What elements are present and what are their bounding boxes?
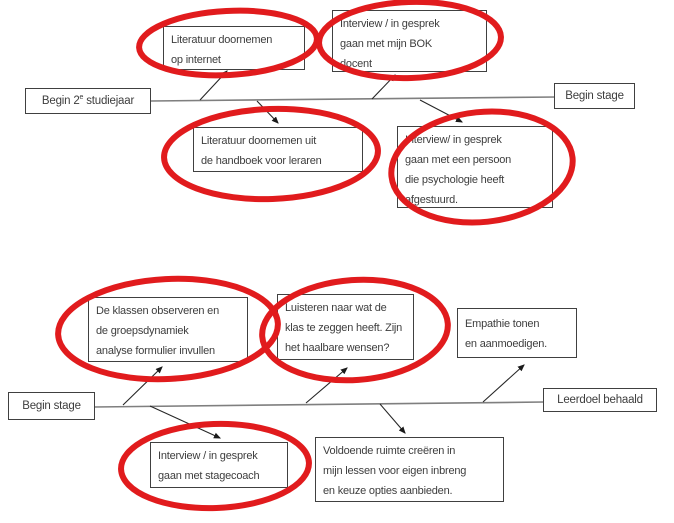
cause-text-line: en keuze opties aanbieden.: [323, 485, 453, 497]
cause-box-interview-stagecoach: Interview / in gesprek gaan met stagecoa…: [150, 442, 288, 488]
cause-text-line: Literatuur doornemen: [171, 34, 273, 46]
cause-text-line: docent: [340, 58, 372, 70]
cause-text-line: Voldoende ruimte creëren in: [323, 445, 456, 457]
start-label-text: Begin stage: [22, 400, 81, 412]
cause-text-line: Interview / in gesprek: [340, 18, 440, 30]
cause-text-line: gaan met mijn BOK: [340, 38, 432, 50]
cause-box-klassen-observeren: De klassen observeren en de groepsdynami…: [88, 297, 248, 362]
cause-text-line: die psychologie heeft: [405, 174, 505, 186]
branch-arrow-persoon-psychologie: [419, 99, 463, 123]
end-label-leerdoel-behaald: Leerdoel behaald: [543, 388, 657, 412]
cause-box-persoon-psychologie: Interview/ in gesprek gaan met een perso…: [397, 126, 553, 208]
cause-box-empathie-tonen: Empathie tonen en aanmoedigen.: [457, 308, 577, 358]
spine-line-bottom: [93, 401, 545, 408]
cause-box-handboek-leraren: Literatuur doornemen uit de handboek voo…: [193, 127, 363, 172]
cause-text-line: gaan met stagecoach: [158, 470, 260, 482]
cause-text-line: De klassen observeren en: [96, 305, 219, 317]
cause-text-line: de groepsdynamiek: [96, 325, 189, 337]
cause-text-line: Luisteren naar wat de: [285, 302, 387, 314]
cause-text-line: analyse formulier invullen: [96, 345, 215, 357]
branch-arrow-luisteren-klas: [305, 367, 348, 404]
superscript-e: e: [79, 94, 84, 102]
end-label-begin-stage-top: Begin stage: [554, 83, 635, 109]
cause-text-line: Empathie tonen: [465, 318, 540, 330]
start-label-begin-2e-studiejaar: Begin 2e studiejaar: [25, 88, 151, 114]
cause-text-line: Literatuur doornemen uit: [201, 135, 317, 147]
branch-arrow-literatuur-internet: [199, 70, 228, 101]
cause-box-voldoende-ruimte: Voldoende ruimte creëren in mijn lessen …: [315, 437, 504, 502]
spine-line-top: [150, 96, 558, 102]
cause-text-line: het haalbare wensen?: [285, 342, 390, 354]
cause-text-line: Interview/ in gesprek: [405, 134, 502, 146]
cause-text-line: de handboek voor leraren: [201, 155, 322, 167]
end-label-text: Begin stage: [565, 90, 624, 102]
cause-text-line: op internet: [171, 54, 221, 66]
cause-box-bok-docent: Interview / in gesprek gaan met mijn BOK…: [332, 10, 487, 72]
branch-arrow-empathie-tonen: [482, 364, 525, 403]
end-label-text: Leerdoel behaald: [557, 394, 643, 406]
start-label-begin-stage-bottom: Begin stage: [8, 392, 95, 420]
branch-arrow-handboek-leraren: [256, 100, 279, 124]
cause-box-literatuur-internet: Literatuur doornemen op internet: [163, 26, 305, 70]
branch-arrow-klassen-observeren: [122, 366, 163, 406]
branch-arrow-bok-docent: [371, 74, 396, 100]
cause-text-line: Interview / in gesprek: [158, 450, 258, 462]
cause-text-line: gaan met een persoon: [405, 154, 512, 166]
cause-text-line: afgestuurd.: [405, 194, 458, 206]
branch-arrow-voldoende-ruimte: [379, 403, 406, 434]
start-label-text: Begin 2e studiejaar: [41, 94, 135, 107]
branch-arrow-interview-stagecoach: [149, 405, 222, 439]
cause-text-line: en aanmoedigen.: [465, 338, 548, 350]
cause-box-luisteren-klas: Luisteren naar wat de klas te zeggen hee…: [277, 294, 414, 360]
cause-text-line: klas te zeggen heeft. Zijn: [285, 322, 403, 334]
cause-text-line: mijn lessen voor eigen inbreng: [323, 465, 467, 477]
